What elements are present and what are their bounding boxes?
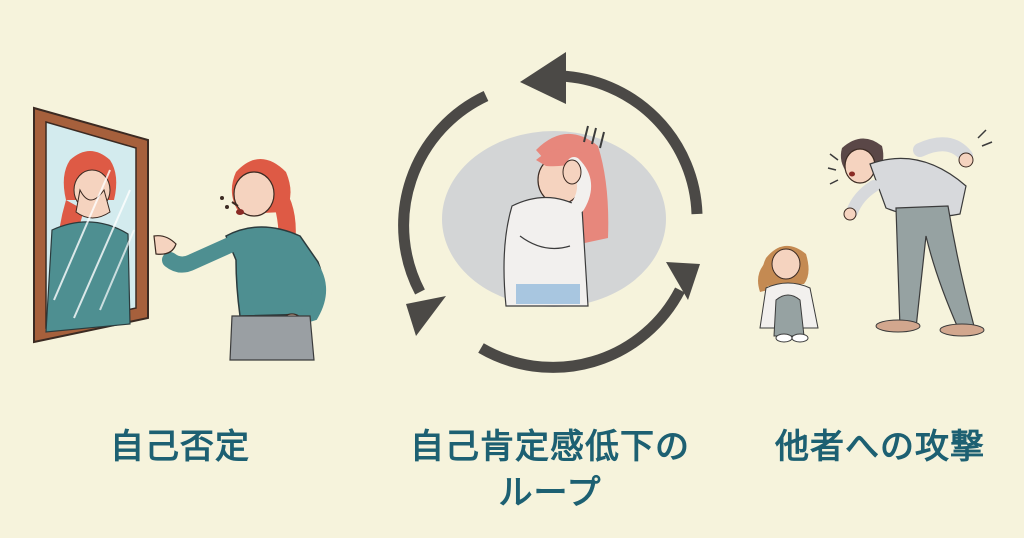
caption-self-denial: 自己否定: [30, 424, 330, 470]
child-crouching: [758, 245, 819, 343]
caption-loop-line1: 自己肯定感低下の: [410, 427, 690, 467]
arrow-heads: [406, 52, 700, 336]
woman-sad: [503, 125, 609, 307]
woman-scolding: [153, 159, 326, 361]
loop-diagram: [398, 52, 703, 373]
mirror-scene: [33, 106, 326, 361]
caption-aggression: 他者への攻撃: [720, 424, 1024, 470]
aggression-scene: [758, 129, 993, 343]
mirror: [33, 106, 149, 344]
arrow-left: [398, 91, 489, 295]
arrow-top: [559, 70, 703, 215]
caption-self-denial-text: 自己否定: [110, 427, 250, 467]
caption-self-esteem-loop: 自己肯定感低下の ループ: [360, 424, 740, 516]
arrow-head-right: [666, 262, 700, 300]
loop-arrows: [398, 70, 703, 373]
caption-aggression-text: 他者への攻撃: [775, 427, 985, 467]
arrow-head-top: [520, 52, 566, 104]
arrow-bottom: [478, 287, 685, 373]
adult-shouting: [827, 129, 993, 337]
arrow-head-left: [406, 296, 446, 336]
caption-loop-line2: ループ: [498, 473, 602, 513]
